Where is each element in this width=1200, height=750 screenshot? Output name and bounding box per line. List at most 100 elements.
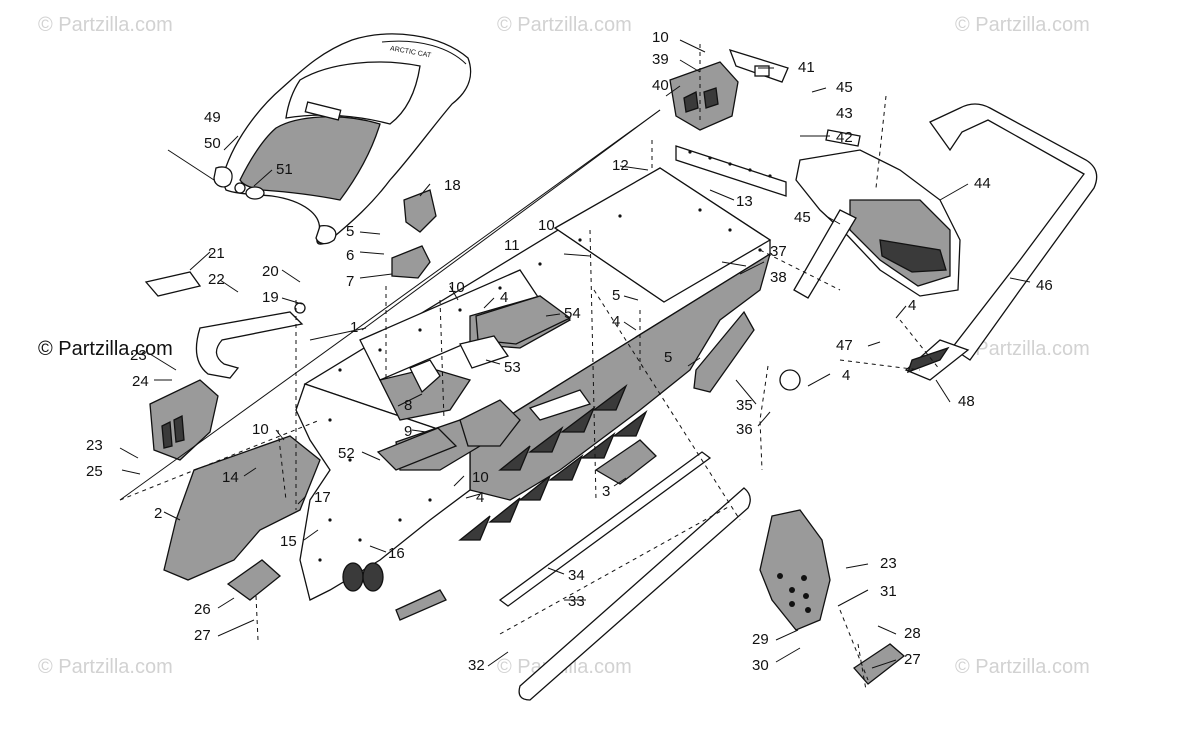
callout-label: 5 xyxy=(664,349,672,366)
handle-part-26 xyxy=(226,559,282,601)
callout-label: 16 xyxy=(388,545,405,562)
callout-label: 47 xyxy=(836,337,853,354)
callout-label: 28 xyxy=(904,625,921,642)
tunnel-part xyxy=(295,167,772,621)
callout-label: 4 xyxy=(612,313,620,330)
part-52 xyxy=(376,427,458,471)
watermark: © Partzilla.com xyxy=(955,656,1090,678)
callout-label: 21 xyxy=(208,245,225,262)
callout-label: 34 xyxy=(568,567,585,584)
callout-label: 44 xyxy=(974,175,991,192)
callout-label: 35 xyxy=(736,397,753,414)
callout-label: 42 xyxy=(836,129,853,146)
callouts: 10 39 40 41 45 43 42 44 45 49 50 51 18 1… xyxy=(86,29,1053,674)
callout-label: 33 xyxy=(568,593,585,610)
callout-label: 31 xyxy=(880,583,897,600)
handle-part-28 xyxy=(853,643,906,685)
callout-label: 19 xyxy=(262,289,279,306)
callout-label: 2 xyxy=(154,505,162,522)
cap-part-21 xyxy=(144,271,202,297)
callout-label: 30 xyxy=(752,657,769,674)
callout-label: 51 xyxy=(276,161,293,178)
callout-label: 23 xyxy=(130,347,147,364)
part-9 xyxy=(459,399,521,447)
callout-label: 3 xyxy=(602,483,610,500)
callout-label: 29 xyxy=(752,631,769,648)
leader-lines xyxy=(119,39,1031,669)
callout-label: 22 xyxy=(208,271,225,288)
callout-label: 46 xyxy=(1036,277,1053,294)
callout-label: 24 xyxy=(132,373,149,390)
callout-label: 6 xyxy=(346,247,354,264)
watermark: © Partzilla.com xyxy=(955,338,1090,360)
seat-screw-49 xyxy=(167,149,215,181)
callout-label: 27 xyxy=(904,651,921,668)
callout-label: 8 xyxy=(404,397,412,414)
channel-part-34 xyxy=(498,451,712,607)
callout-label: 32 xyxy=(468,657,485,674)
callout-label: 39 xyxy=(652,51,669,68)
part-7 xyxy=(391,245,431,279)
callout-label: 15 xyxy=(280,533,297,550)
callout-label: 53 xyxy=(504,359,521,376)
front-bracket-part xyxy=(163,435,321,581)
snow-flap-part xyxy=(795,149,961,297)
bar-part-33 xyxy=(518,487,751,701)
seat-nut-51 xyxy=(234,182,265,200)
part-5-9-bracket xyxy=(528,389,592,421)
callout-label: 45 xyxy=(794,209,811,226)
callout-label: 23 xyxy=(86,437,103,454)
callout-label: 14 xyxy=(222,469,239,486)
chain-part-36 xyxy=(759,365,801,471)
callout-label: 10 xyxy=(652,29,669,46)
callout-label: 25 xyxy=(86,463,103,480)
callout-label: 49 xyxy=(204,109,221,126)
watermark: © Partzilla.com xyxy=(38,338,173,360)
callout-label: 23 xyxy=(880,555,897,572)
callout-label: 11 xyxy=(504,237,520,254)
callout-label: 20 xyxy=(262,263,279,280)
callout-label: 10 xyxy=(472,469,489,486)
callout-label: 36 xyxy=(736,421,753,438)
watermark: © Partzilla.com xyxy=(955,14,1090,36)
callout-label: 7 xyxy=(346,273,354,290)
watermark: © Partzilla.com xyxy=(38,14,173,36)
callout-label: 10 xyxy=(538,217,555,234)
hitch-bracket-part xyxy=(195,302,306,379)
pad-part-54 xyxy=(475,295,572,345)
callout-label: 40 xyxy=(652,77,669,94)
decal-42-43 xyxy=(825,129,861,147)
callout-label: 4 xyxy=(476,489,484,506)
bracket-part-29-31 xyxy=(759,509,831,631)
callout-label: 4 xyxy=(842,367,850,384)
snow-flap-bracket-13 xyxy=(675,145,787,197)
callout-label: 10 xyxy=(448,279,465,296)
callout-label: 50 xyxy=(204,135,221,152)
part-53 xyxy=(459,335,510,369)
callout-label: 43 xyxy=(836,105,853,122)
callout-label: 27 xyxy=(194,627,211,644)
rear-light-housing-part xyxy=(669,48,789,131)
watermark: © Partzilla.com xyxy=(497,14,632,36)
callout-label: 1 xyxy=(350,319,358,336)
rear-bumper-part xyxy=(904,103,1098,381)
plate-part-35 xyxy=(693,310,755,393)
callout-label: 9 xyxy=(404,423,412,440)
callout-label: 18 xyxy=(444,177,461,194)
watermark: © Partzilla.com xyxy=(38,656,173,678)
plate-part-3 xyxy=(594,439,657,485)
bracket-part-24 xyxy=(149,379,219,461)
callout-label: 12 xyxy=(612,157,629,174)
part-8 xyxy=(409,359,441,394)
callout-label: 4 xyxy=(908,297,916,314)
callout-label: 13 xyxy=(736,193,753,210)
callout-label: 5 xyxy=(346,223,354,240)
seat-part: ARCTIC CAT xyxy=(213,33,472,245)
callout-label: 48 xyxy=(958,393,975,410)
part-18 xyxy=(403,189,437,233)
callout-label: 37 xyxy=(770,243,787,260)
callout-label: 54 xyxy=(564,305,581,322)
callout-label: 10 xyxy=(252,421,269,438)
bumper-bar-part xyxy=(793,209,857,299)
